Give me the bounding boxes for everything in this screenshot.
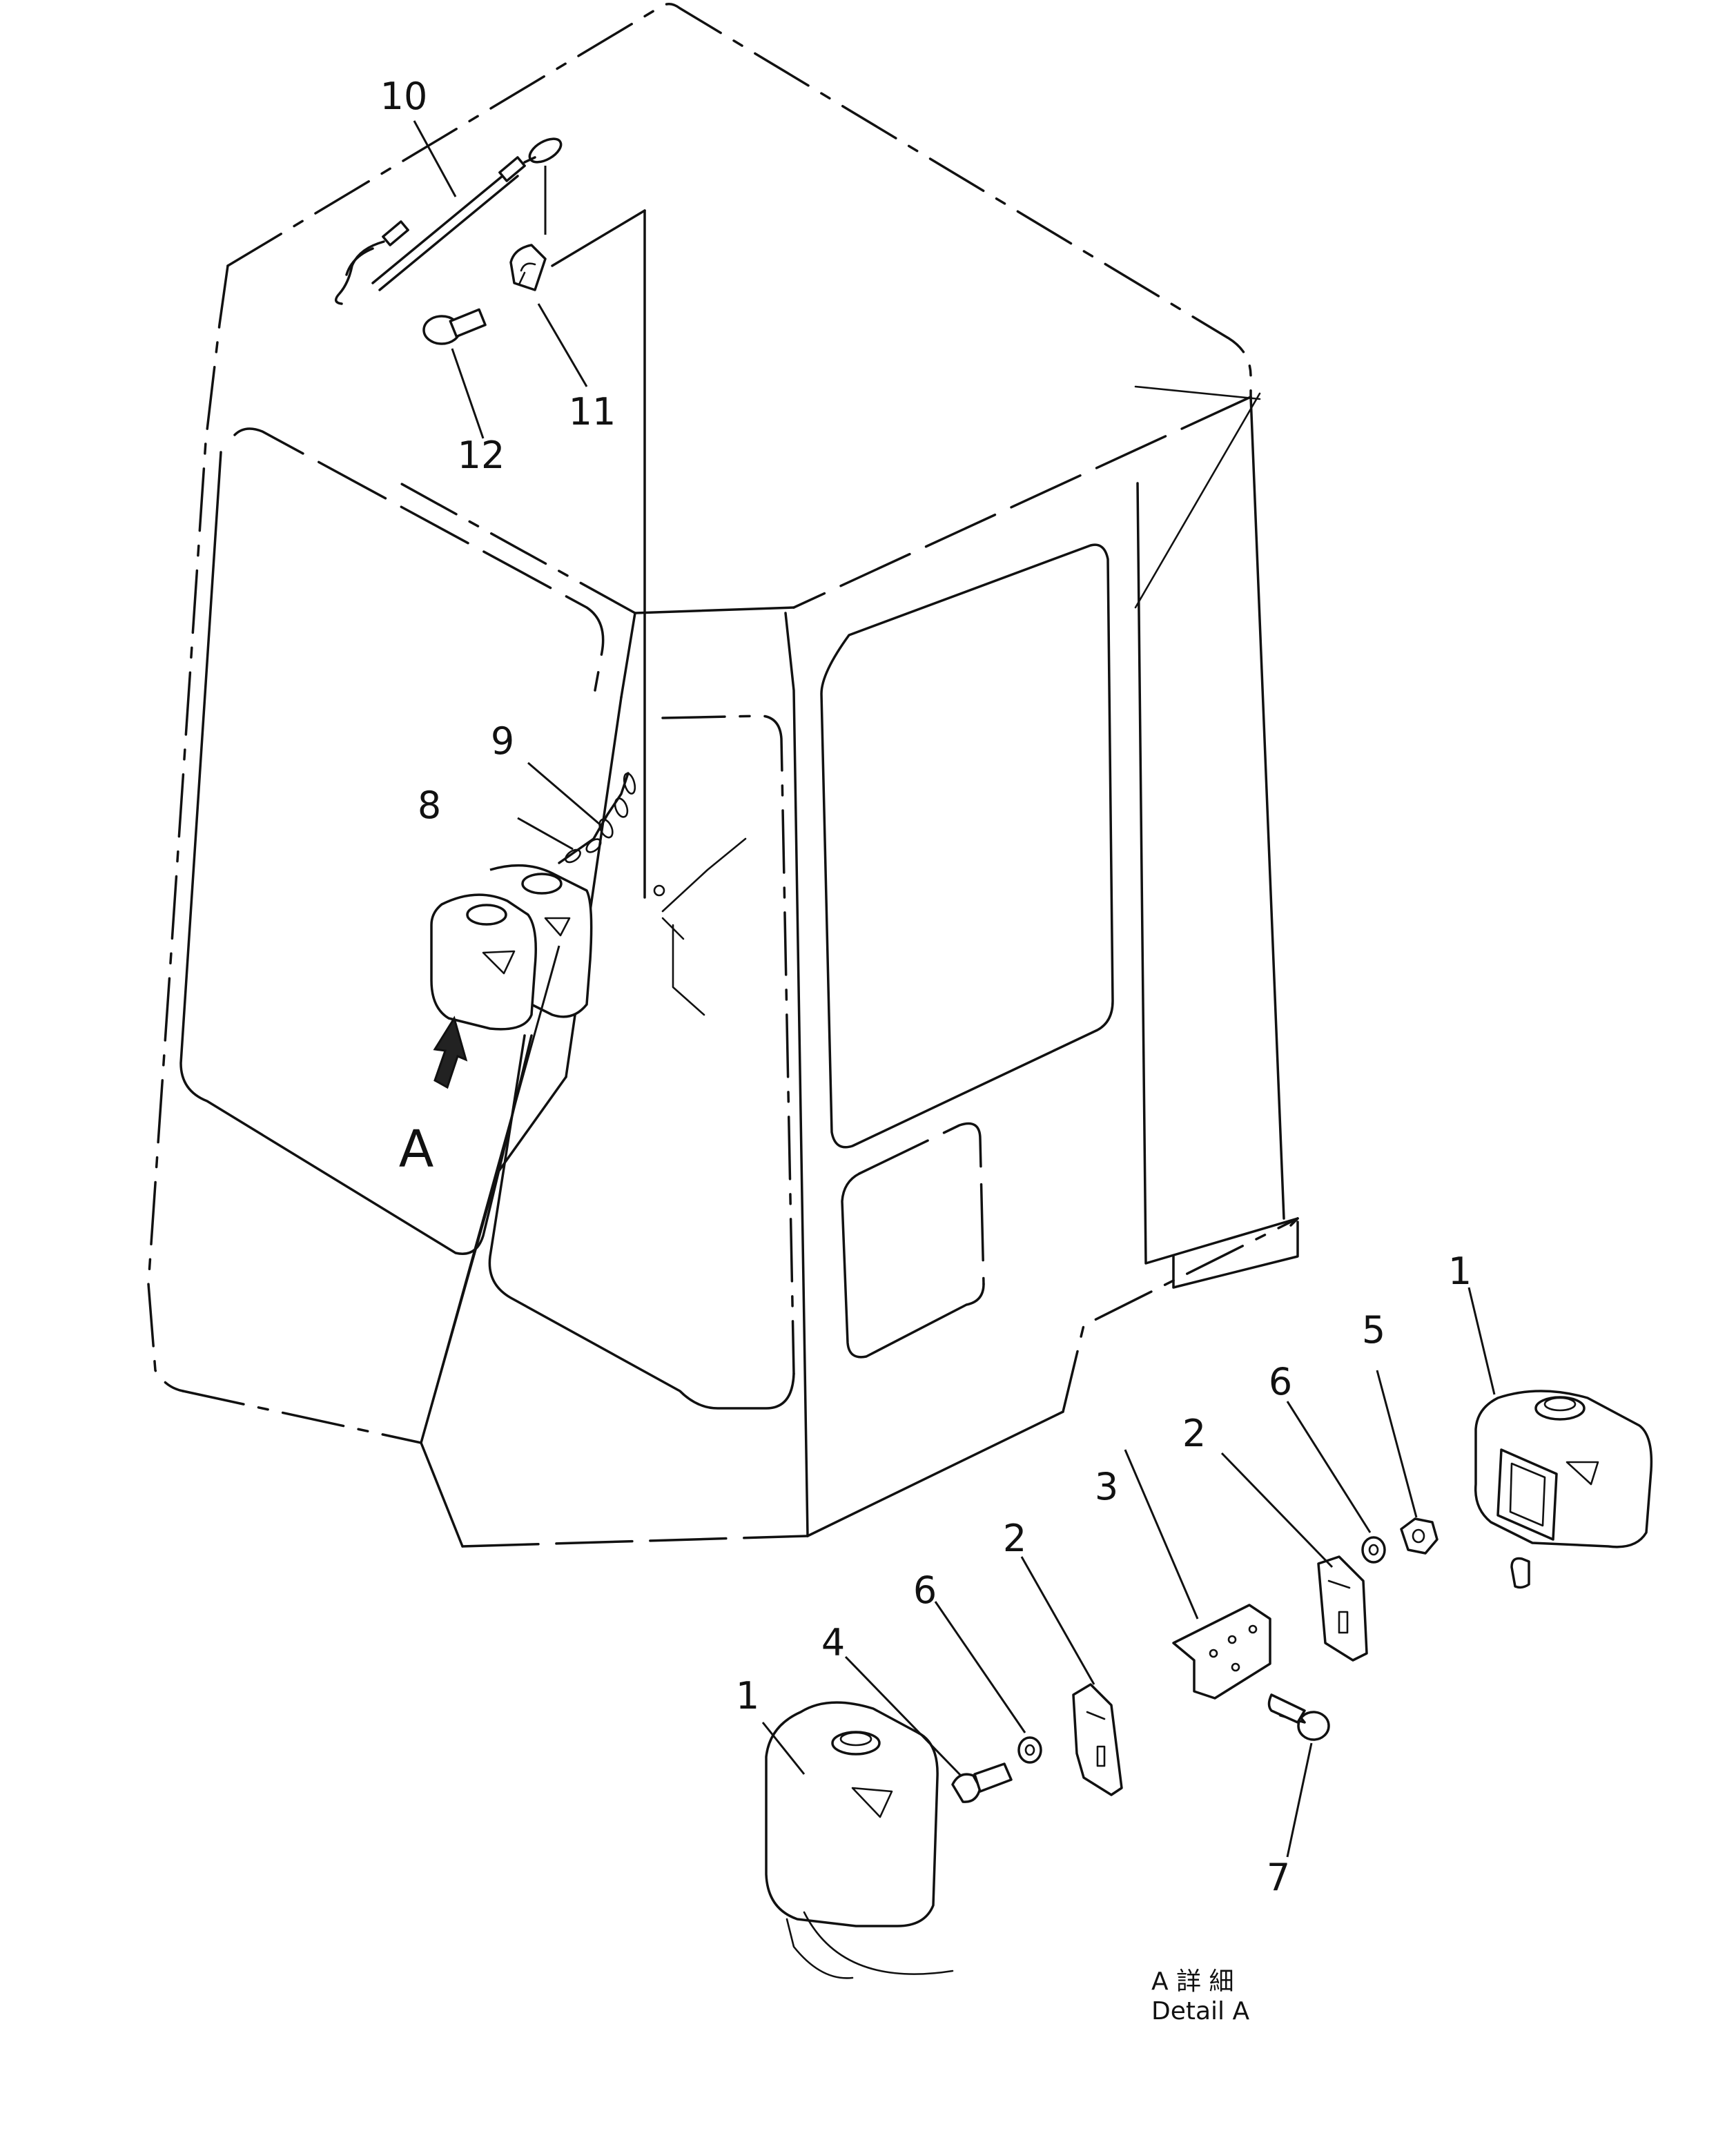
washer-tanks-mounted <box>420 761 636 1443</box>
callout-10: 10 <box>380 75 428 118</box>
roof-stay-cable-assembly <box>335 120 588 439</box>
view-arrow-a: A <box>399 1015 468 1179</box>
callout-1-left: 1 <box>736 1674 759 1718</box>
callout-2-right: 2 <box>1182 1412 1206 1455</box>
view-arrow-label: A <box>399 1120 434 1179</box>
callout-11: 11 <box>569 390 616 434</box>
detail-a-exploded-parts: A 詳 細 Detail A <box>761 1287 1653 2025</box>
callout-8: 8 <box>418 784 441 827</box>
callout-2-left: 2 <box>1003 1517 1026 1560</box>
callout-6-right: 6 <box>1269 1360 1292 1403</box>
operator-cab-outline <box>147 3 1299 1548</box>
detail-caption-english: Detail A <box>1151 1997 1249 2025</box>
detail-caption-japanese: A 詳 細 <box>1151 1967 1234 1996</box>
callout-7: 7 <box>1267 1856 1290 1899</box>
callout-4: 4 <box>821 1621 845 1664</box>
part-callouts: 10 11 12 9 8 1 5 6 2 3 2 6 4 1 7 <box>380 75 1472 1899</box>
callout-6-left: 6 <box>913 1568 937 1612</box>
callout-12: 12 <box>458 434 505 477</box>
callout-9: 9 <box>491 719 514 763</box>
callout-3: 3 <box>1095 1465 1118 1508</box>
callout-5: 5 <box>1362 1308 1385 1352</box>
callout-1-right: 1 <box>1448 1250 1472 1293</box>
